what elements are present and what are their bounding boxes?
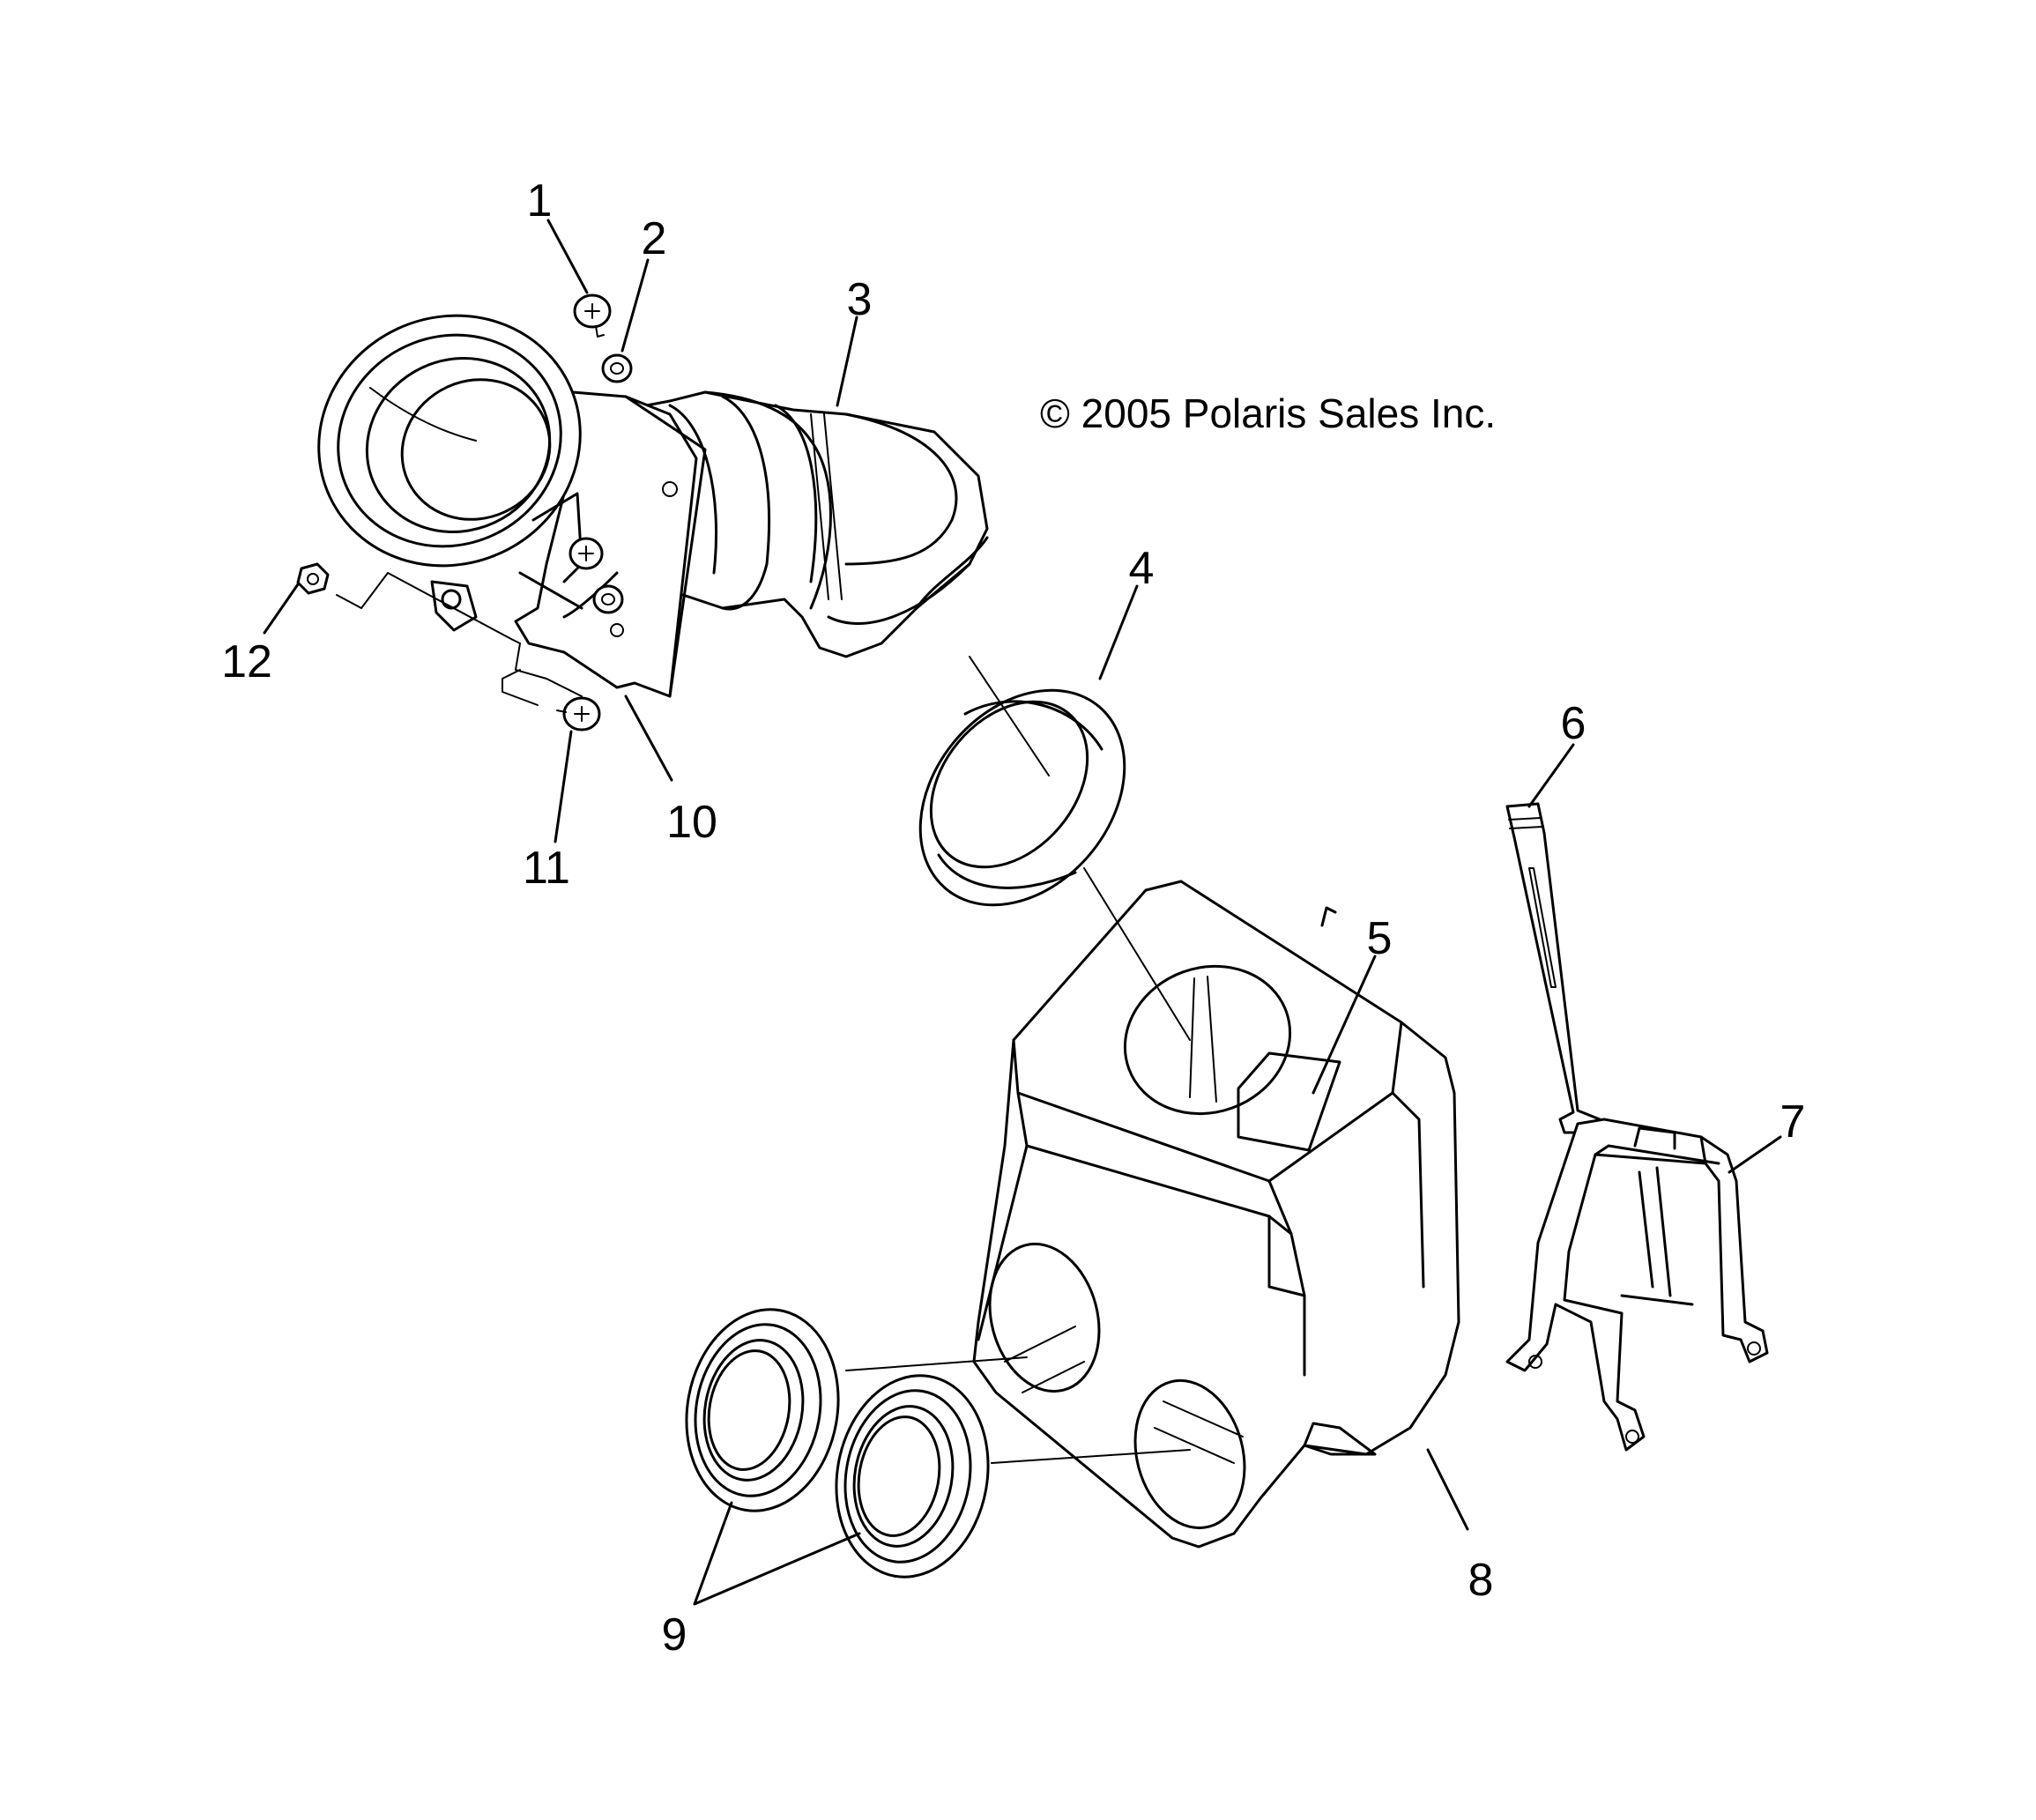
adapter-flange [514,390,707,698]
screw-11 [556,696,601,732]
callout-10: 10 [666,797,717,848]
callout-labels: 1 2 3 4 5 6 7 8 9 10 11 12 [221,175,1805,1660]
washer-2 [601,353,633,383]
callout-9: 9 [662,1609,687,1660]
grommet-upper [685,1308,840,1512]
callout-8: 8 [1468,1555,1494,1606]
callout-6: 6 [1561,698,1586,749]
callout-2: 2 [642,213,667,264]
callout-1: 1 [527,175,553,227]
callout-12: 12 [221,636,272,687]
airbox-housing [972,880,1460,1549]
callout-3: 3 [847,274,873,325]
mounting-bracket [1505,1118,1769,1452]
leader-lines [263,219,1782,1606]
retaining-strap [1505,802,1611,1141]
intake-bell [317,314,583,632]
nut-12 [296,562,330,595]
washer-flange [592,584,624,614]
callout-4: 4 [1129,543,1155,594]
callout-7: 7 [1780,1096,1806,1148]
clamp-ring [918,688,1126,907]
screw-1 [573,293,612,338]
assembly-lines [336,572,1191,1464]
grommet-lower [835,1374,990,1579]
copyright-notice: © 2005 Polaris Sales Inc. [1040,390,1496,436]
screw-upper-flange [568,537,604,570]
callout-11: 11 [523,843,570,894]
callout-5: 5 [1367,913,1393,964]
